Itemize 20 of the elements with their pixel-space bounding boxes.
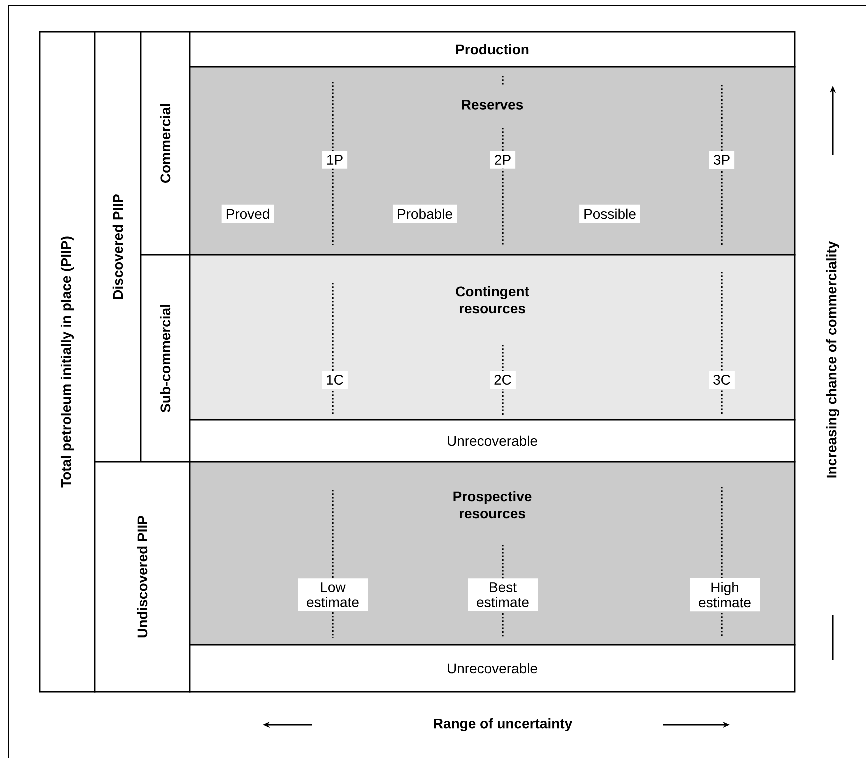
value-label: 2C xyxy=(490,371,516,389)
value-label: 2P xyxy=(490,151,516,169)
category-column: Total petroleum initially in place (PIIP) xyxy=(39,31,96,693)
value-label: 1C xyxy=(322,371,348,389)
category-column: Commercial xyxy=(140,31,191,256)
value-label: Low estimate xyxy=(298,578,368,612)
value-label: 1P xyxy=(322,151,348,169)
value-label: Proved xyxy=(222,204,274,224)
category-band: Unrecoverable xyxy=(189,644,796,693)
value-label: 3C xyxy=(709,371,735,389)
axis-label: Range of uncertainty xyxy=(434,718,573,732)
category-column: Discovered PIIP xyxy=(94,31,142,463)
value-label: Possible xyxy=(580,204,640,224)
category-band: Production xyxy=(189,31,796,68)
value-label: Probable xyxy=(392,204,458,224)
axis-label: Increasing chance of commerciality xyxy=(826,241,840,478)
value-label: Best estimate xyxy=(468,578,538,612)
category-column: Sub-commercial xyxy=(140,254,191,463)
value-label: High estimate xyxy=(690,578,760,612)
value-label: 3P xyxy=(709,151,735,169)
